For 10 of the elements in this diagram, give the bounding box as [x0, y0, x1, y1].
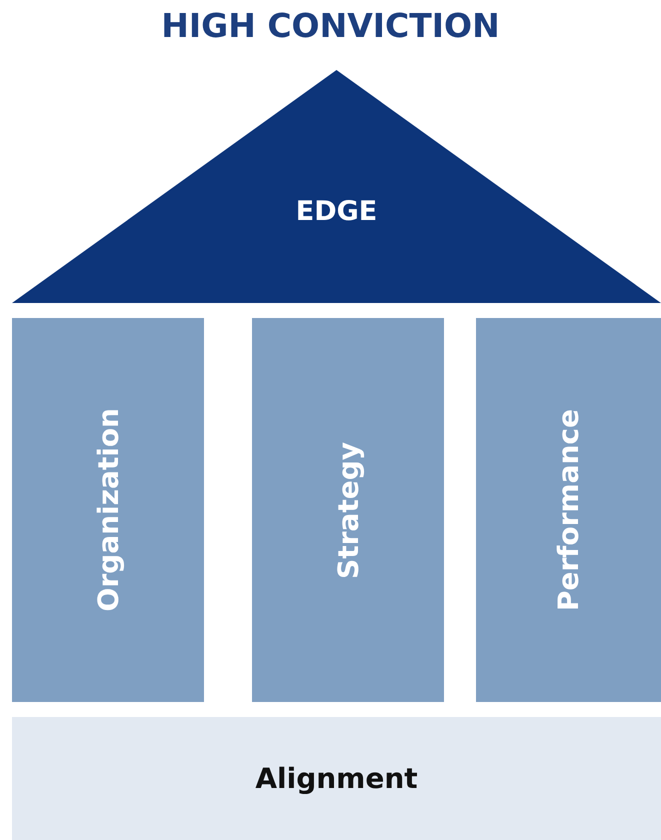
node-label: Strategy: [332, 442, 364, 578]
title: HIGH CONVICTION: [160, 6, 501, 45]
node-label: Alignment: [255, 762, 418, 795]
node-label: Organization: [92, 408, 124, 612]
pillar: [476, 318, 661, 702]
node-label: EDGE: [296, 196, 378, 227]
node-label: Performance: [552, 408, 585, 612]
pillar: [12, 318, 204, 702]
pillar: [252, 318, 444, 702]
foundation-bar: [12, 717, 661, 840]
